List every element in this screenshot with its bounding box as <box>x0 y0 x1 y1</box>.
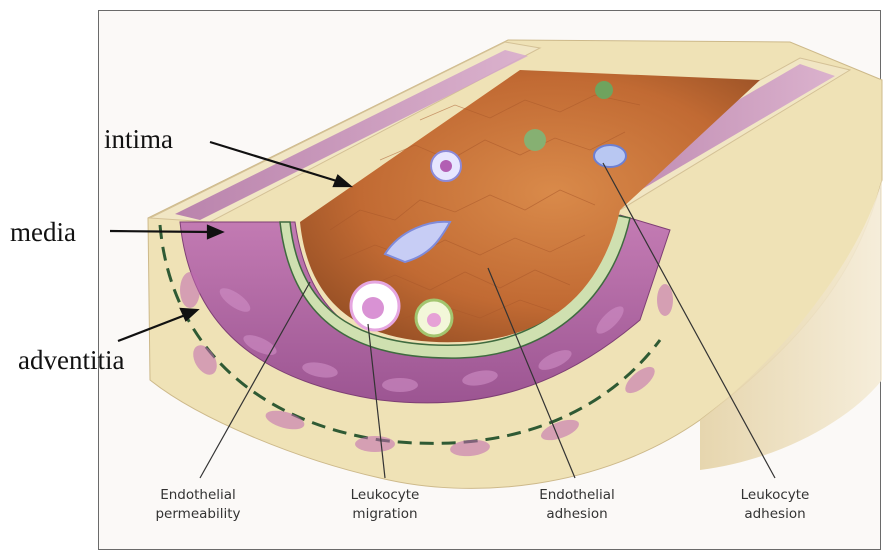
caption-line: adhesion <box>512 505 642 524</box>
label-media: media <box>10 219 76 246</box>
caption-line: permeability <box>133 505 263 524</box>
leukocyte-large-nucleus <box>362 297 384 319</box>
caption-endothelial-permeability: Endothelial permeability <box>133 486 263 524</box>
caption-line: migration <box>320 505 450 524</box>
caption-leukocyte-migration: Leukocyte migration <box>320 486 450 524</box>
label-intima: intima <box>104 126 173 153</box>
leukocyte-adhered-1 <box>594 145 626 167</box>
leukocyte-green-2 <box>595 81 613 99</box>
caption-line: adhesion <box>710 505 840 524</box>
caption-line: Leukocyte <box>320 486 450 505</box>
media-arrow-line <box>110 231 212 232</box>
leukocyte-green-1 <box>524 129 546 151</box>
label-adventitia: adventitia <box>18 347 124 374</box>
caption-line: Endothelial <box>133 486 263 505</box>
leukocyte-nucleus-1 <box>440 160 452 172</box>
caption-endothelial-adhesion: Endothelial adhesion <box>512 486 642 524</box>
caption-line: Endothelial <box>512 486 642 505</box>
leukocyte-transmigrating-nucleus <box>427 313 441 327</box>
caption-line: Leukocyte <box>710 486 840 505</box>
caption-leukocyte-adhesion: Leukocyte adhesion <box>710 486 840 524</box>
